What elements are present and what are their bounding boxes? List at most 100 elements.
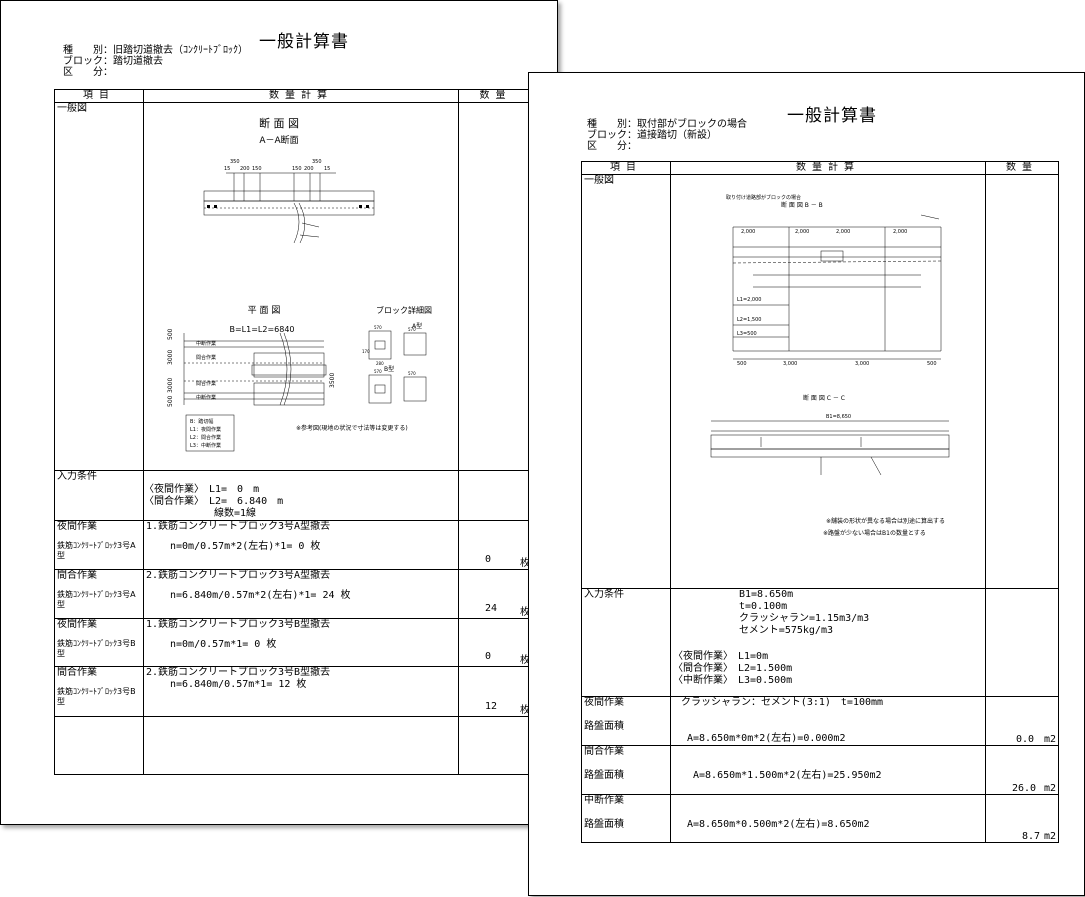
svg-text:2,000: 2,000 (836, 229, 850, 235)
row-label: 中断作業 (584, 795, 624, 807)
row-sub-label: 路盤面積 (584, 819, 624, 830)
sheet1-meta-division: 区 分： (63, 67, 113, 78)
svg-text:中断作業: 中断作業 (196, 394, 216, 401)
row-value: 8.7 (1022, 831, 1041, 842)
row-sub-label: 鉄筋ｺﾝｸﾘｰﾄﾌﾞﾛｯｸ3号A型 (57, 590, 136, 609)
svg-text:3500: 3500 (329, 373, 336, 388)
input-line-1: B1=8.650m (739, 589, 794, 601)
row-formula: n=0m/0.57m*2(左右)*1= 0 枚 (170, 541, 321, 552)
row-unit: m2 (1043, 734, 1056, 745)
svg-text:15: 15 (324, 166, 330, 172)
input-line-4: セメント=575kg/m3 (739, 625, 833, 636)
row-sub-label: 鉄筋ｺﾝｸﾘｰﾄﾌﾞﾛｯｸ3号A型 (57, 541, 136, 560)
drawing-note-2: ※路盤が少ない場合はB1の数量とする (823, 529, 926, 537)
row-formula: n=6.840m/0.57m*1= 12 枚 (170, 679, 307, 690)
svg-text:2,000: 2,000 (795, 229, 809, 235)
row-sub-label: 鉄筋ｺﾝｸﾘｰﾄﾌﾞﾛｯｸ3号B型 (57, 639, 136, 658)
svg-text:350: 350 (230, 159, 240, 165)
svg-text:280: 280 (376, 361, 384, 366)
row-unit: 枚 (520, 558, 530, 569)
svg-text:570: 570 (408, 327, 416, 332)
row-title: 2.鉄筋コンクリートブロック3号B型撤去 (146, 667, 331, 679)
row-sub-label: 路盤面積 (584, 721, 624, 732)
work-line-2: 〈間合作業〉 L2=1.500m (673, 663, 793, 674)
general-drawing-label: 一般図 (57, 103, 87, 115)
plan-formula: B=L1=L2=6840 (229, 325, 294, 334)
row-title: 2.鉄筋コンクリートブロック3号A型撤去 (146, 570, 331, 582)
svg-text:3,000: 3,000 (855, 361, 869, 367)
svg-text:15: 15 (224, 166, 230, 172)
input-line-3: クラッシャラン=1.15m3/m3 (739, 613, 870, 624)
svg-text:L2=1,500: L2=1,500 (737, 317, 761, 323)
input-line-3: 線数=1線 (144, 508, 257, 519)
section-title: 断 面 図 (259, 116, 299, 130)
svg-text:B：踏切幅: B：踏切幅 (190, 418, 213, 425)
header-item: 項目 (581, 161, 671, 175)
svg-text:500: 500 (167, 328, 174, 340)
row-label: 夜間作業 (584, 697, 624, 709)
drawing-note: ※参考図(現地の状況で寸法等は変更する) (296, 424, 408, 432)
header-calc: 数量計算 (143, 89, 459, 103)
section-subtitle: A－A断面 (259, 134, 298, 146)
sheet2-meta: 種 別：取付部がブロックの場合 ブロック：道接踏切（新設） 区 分： (587, 119, 747, 152)
input-conditions-label: 入力条件 (584, 589, 624, 601)
section-bb-title: 断 面 図 B － B (781, 201, 823, 209)
row-value: 26.0 (1012, 783, 1037, 794)
input-line-2: 〈間合作業〉 L2= 6.840 m (144, 496, 284, 507)
row-title: 1.鉄筋コンクリートブロック3号A型撤去 (146, 521, 331, 533)
row-formula: n=0m/0.57m*1= 0 枚 (170, 639, 277, 650)
sheet2-meta-division: 区 分： (587, 141, 637, 152)
svg-text:350: 350 (312, 159, 322, 165)
svg-text:200: 200 (240, 166, 250, 172)
row-value: 0.0 (1016, 734, 1035, 745)
row-unit: m2 (1043, 831, 1056, 842)
row-unit: 枚 (520, 705, 530, 716)
svg-text:L2：間合作業: L2：間合作業 (190, 434, 221, 441)
svg-text:200: 200 (304, 166, 314, 172)
row-label: 夜間作業 (57, 619, 97, 631)
svg-text:500: 500 (927, 361, 937, 367)
sheet1-general-drawing: 断 面 図 A－A断面 350 350 15 200 150 150 200 1… (167, 116, 432, 452)
svg-text:間合作業: 間合作業 (196, 380, 216, 387)
svg-text:3000: 3000 (167, 350, 174, 365)
sheet1-meta: 種 別：旧踏切道撤去（ｺﾝｸﾘｰﾄﾌﾞﾛｯｸ） ブロック：踏切道撤去 区 分： (63, 45, 248, 78)
svg-text:3,000: 3,000 (783, 361, 797, 367)
plan-title: 平 面 図 (248, 305, 281, 316)
svg-text:中断作業: 中断作業 (196, 340, 216, 347)
row-label: 間合作業 (57, 570, 97, 582)
input-line-2: t=0.100m (739, 601, 788, 612)
row-formula: n=6.840m/0.57m*2(左右)*1= 24 枚 (170, 590, 351, 601)
row-value: 0 (485, 651, 492, 662)
work-line-1: 〈夜間作業〉 L1=0m (673, 651, 769, 662)
svg-text:570: 570 (408, 371, 416, 376)
sheet2-title: 一般計算書 (787, 106, 877, 126)
svg-text:L3=500: L3=500 (737, 331, 757, 337)
row-formula: A=8.650m*0.500m*2(左右)=8.650m2 (687, 819, 870, 830)
row-unit: m2 (1043, 783, 1056, 794)
svg-text:150: 150 (252, 166, 262, 172)
svg-text:170: 170 (362, 349, 370, 354)
sheet1-title: 一般計算書 (259, 32, 349, 52)
svg-text:L3：中断作業: L3：中断作業 (190, 442, 221, 449)
svg-text:3000: 3000 (167, 378, 174, 393)
svg-text:間合作業: 間合作業 (196, 354, 216, 361)
svg-text:500: 500 (167, 395, 174, 407)
svg-text:2,000: 2,000 (741, 229, 755, 235)
row-label: 間合作業 (584, 746, 624, 758)
svg-text:570: 570 (374, 325, 382, 330)
sheet2-meta-type: 種 別：取付部がブロックの場合 (587, 119, 747, 130)
svg-text:L1=2,000: L1=2,000 (737, 297, 761, 303)
work-line-3: 〈中断作業〉 L3=0.500m (673, 675, 793, 686)
header-qty: 数量 (985, 161, 1059, 175)
mix-ratio-line: クラッシャラン：セメント(3:1) t=100mm (681, 697, 884, 709)
row-unit: 枚 (520, 607, 530, 618)
row-formula: A=8.650m*0m*2(左右)=0.000m2 (687, 733, 846, 744)
general-drawing-label: 一般図 (584, 175, 614, 187)
row-title: 1.鉄筋コンクリートブロック3号B型撤去 (146, 619, 331, 631)
header-qty: 数量 (458, 89, 533, 103)
row-sub-label: 路盤面積 (584, 770, 624, 781)
row-value: 24 (485, 603, 498, 614)
sheet2-general-drawing: 取り付け道路部がブロックの場合 断 面 図 B － B (710, 194, 950, 537)
svg-text:500: 500 (737, 361, 747, 367)
row-formula: A=8.650m*1.500m*2(左右)=25.950m2 (693, 770, 882, 781)
